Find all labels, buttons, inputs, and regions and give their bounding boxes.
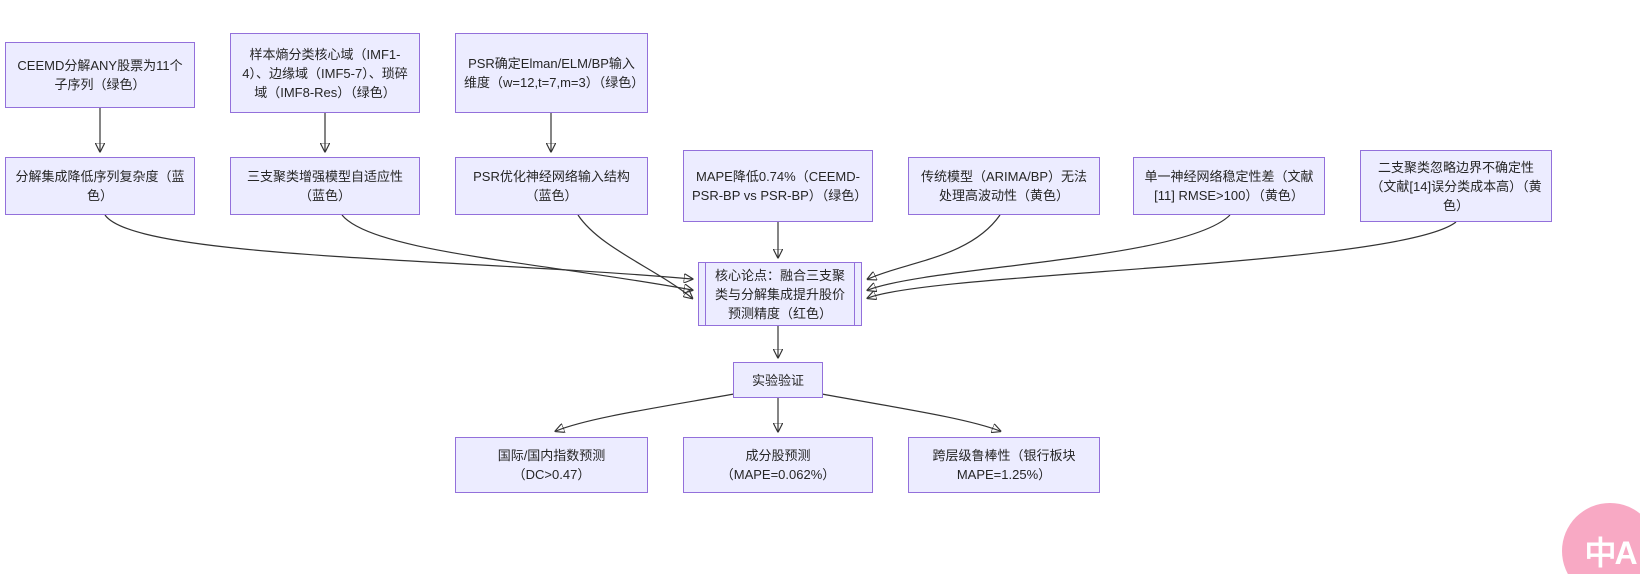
node-single-nn: 单一神经网络稳定性差（文献[11] RMSE>100）（黄色） xyxy=(1133,157,1325,215)
node-core-thesis: 核心论点：融合三支聚类与分解集成提升股价预测精度（红色） xyxy=(698,262,862,326)
node-decomposition: 分解集成降低序列复杂度（蓝色） xyxy=(5,157,195,215)
node-three-way-clustering: 三支聚类增强模型自适应性（蓝色） xyxy=(230,157,420,215)
node-constituent-prediction: 成分股预测（MAPE=0.062%） xyxy=(683,437,873,493)
edge-threeway-to-core xyxy=(341,214,692,290)
edge-validation-to-index xyxy=(556,393,735,431)
node-two-way-clustering: 二支聚类忽略边界不确定性（文献[14]误分类成本高）（黄色） xyxy=(1360,150,1552,222)
edge-twoway-to-core xyxy=(868,221,1457,298)
translate-badge[interactable]: 中A xyxy=(1562,503,1640,574)
edge-psropt-to-core xyxy=(577,214,692,298)
translate-icon: 中A xyxy=(1584,535,1637,571)
node-mape-reduction: MAPE降低0.74%（CEEMD-PSR-BP vs PSR-BP）（绿色） xyxy=(683,150,873,222)
edge-validation-to-robustness xyxy=(821,393,1000,431)
node-robustness: 跨层级鲁棒性（银行板块MAPE=1.25%） xyxy=(908,437,1100,493)
node-psr-optimize: PSR优化神经网络输入结构（蓝色） xyxy=(455,157,648,215)
node-index-prediction: 国际/国内指数预测（DC>0.47） xyxy=(455,437,648,493)
edge-singlenn-to-core xyxy=(868,214,1231,290)
node-experiment-validation: 实验验证 xyxy=(733,362,823,398)
edge-decomposition-to-core xyxy=(104,214,692,279)
node-sample-entropy: 样本熵分类核心域（IMF1-4）、边缘域（IMF5-7）、琐碎域（IMF8-Re… xyxy=(230,33,420,113)
node-traditional-models: 传统模型（ARIMA/BP）无法处理高波动性（黄色） xyxy=(908,157,1100,215)
node-ceemd: CEEMD分解ANY股票为11个子序列（绿色） xyxy=(5,42,195,108)
node-psr-dimension: PSR确定Elman/ELM/BP输入维度（w=12,t=7,m=3）（绿色） xyxy=(455,33,648,113)
edge-traditional-to-core xyxy=(868,214,1001,279)
